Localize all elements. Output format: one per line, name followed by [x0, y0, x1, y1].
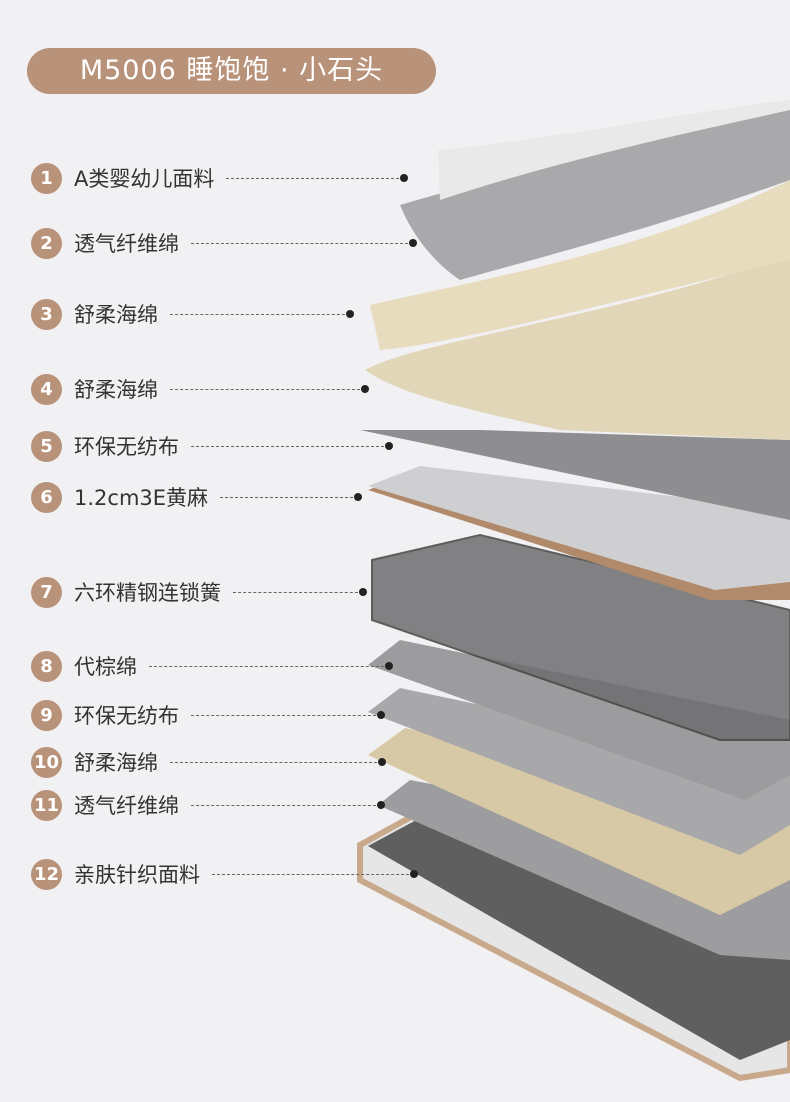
leader-line: [191, 441, 393, 450]
layer-label-text: A类婴幼儿面料: [74, 167, 215, 191]
layer-label-text: 舒柔海绵: [74, 303, 158, 327]
layer-label-8: 8 代棕绵: [31, 650, 393, 682]
layer-number-badge: 10: [31, 746, 62, 778]
layer-label-1: 1 A类婴幼儿面料: [31, 162, 409, 194]
leader-line: [149, 661, 393, 670]
layer-label-7: 7 六环精钢连锁簧: [31, 576, 367, 608]
layer-label-4: 4 舒柔海绵: [31, 373, 369, 405]
layer-label-text: 亲肤针织面料: [74, 863, 200, 887]
layer-12-top: [368, 818, 790, 1060]
leader-line: [191, 800, 385, 809]
layer-number-badge: 5: [31, 430, 62, 462]
layer-number-badge: 2: [31, 227, 62, 259]
layer-label-10: 10 舒柔海绵: [31, 746, 386, 778]
leader-line: [233, 587, 367, 596]
layer-label-2: 2 透气纤维绵: [31, 227, 417, 259]
layer-9-nonwoven: [368, 688, 790, 855]
layer-number-badge: 4: [31, 373, 62, 405]
leader-line: [220, 492, 363, 501]
layer-11-fiber: [378, 780, 790, 960]
layer-label-3: 3 舒柔海绵: [31, 298, 354, 330]
layer-number-badge: 1: [31, 162, 62, 194]
layer-8-palm: [368, 640, 790, 800]
layer-10-foam: [368, 728, 790, 915]
product-title-badge: M5006 睡饱饱 · 小石头: [27, 48, 436, 94]
layer-number-badge: 12: [31, 858, 62, 890]
layer-number-badge: 8: [31, 650, 62, 682]
layer-number-badge: 11: [31, 789, 62, 821]
layer-label-12: 12 亲肤针织面料: [31, 858, 418, 890]
layer-label-6: 6 1.2cm3E黄麻: [31, 481, 363, 513]
layer-label-11: 11 透气纤维绵: [31, 789, 385, 821]
layer-number-badge: 3: [31, 298, 62, 330]
layer-label-text: 环保无纺布: [74, 435, 179, 459]
layer-label-9: 9 环保无纺布: [31, 699, 385, 731]
leader-line: [191, 238, 417, 247]
layer-4-foam: [365, 255, 790, 440]
layer-5-nonwoven: [360, 430, 790, 520]
layer-number-badge: 6: [31, 481, 62, 513]
layer-label-text: 舒柔海绵: [74, 378, 158, 402]
layer-label-5: 5 环保无纺布: [31, 430, 393, 462]
leader-line: [170, 757, 386, 766]
layer-number-badge: 9: [31, 699, 62, 731]
layer-label-text: 透气纤维绵: [74, 232, 179, 256]
layer-label-text: 1.2cm3E黄麻: [74, 486, 209, 510]
layer-label-text: 环保无纺布: [74, 704, 179, 728]
layer-3-foam: [370, 180, 790, 350]
layer-number-badge: 7: [31, 576, 62, 608]
layer-2-fiber: [400, 105, 790, 280]
layer-1-fabric: [438, 100, 790, 200]
layer-label-text: 舒柔海绵: [74, 751, 158, 775]
leader-line: [212, 869, 418, 878]
leader-line: [170, 384, 369, 393]
layer-label-text: 六环精钢连锁簧: [74, 581, 221, 605]
leader-line: [191, 710, 385, 719]
leader-line: [226, 173, 409, 182]
leader-line: [170, 309, 354, 318]
layer-label-text: 代棕绵: [74, 655, 137, 679]
layer-label-text: 透气纤维绵: [74, 794, 179, 818]
